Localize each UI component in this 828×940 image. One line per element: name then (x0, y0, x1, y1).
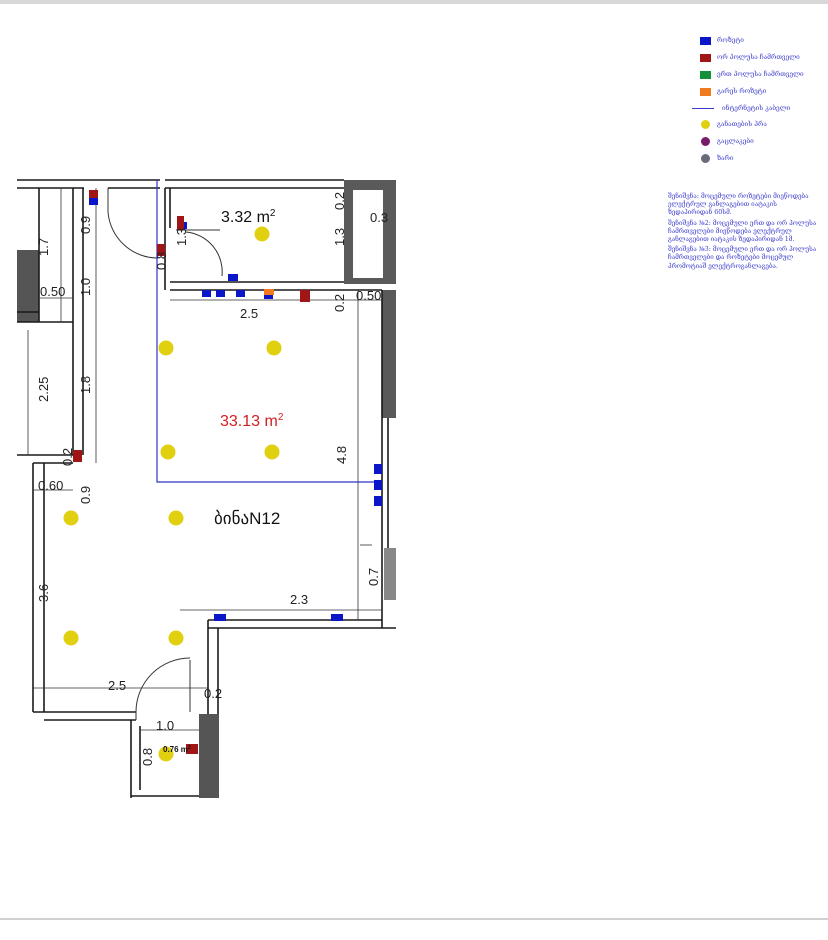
dim-label: 4.8 (334, 446, 349, 464)
dim-label: 0.8 (154, 252, 169, 270)
apartment-label: ბინაN12 (214, 509, 280, 528)
single-switch-swatch-icon (700, 71, 711, 79)
area-label-main-room: 33.13 m2 (220, 412, 284, 430)
legend-item-light: განათების პრა (700, 120, 820, 129)
dim-label: 2.5 (240, 306, 258, 321)
area-label-small-room: 3.32 m2 (221, 208, 276, 226)
double-pole-switches (73, 190, 310, 754)
legend-item-double-switch: ორ პოლუსა ჩამრთველი (700, 53, 820, 62)
dim-label: 0.9 (78, 486, 93, 504)
dim-label: 0.2 (332, 192, 347, 210)
dim-label: 0.60 (38, 478, 63, 493)
dim-label: 0.9 (78, 216, 93, 234)
dim-label: 0.7 (366, 568, 381, 586)
wall-block-right (382, 290, 396, 418)
dim-label: 0.50 (356, 288, 381, 303)
bell-dot-icon (701, 154, 710, 163)
dim-label: 3.6 (36, 584, 51, 602)
note-1: შენიშვნა: მოცემული როზეტები მიეწოდება ელ… (668, 193, 809, 217)
dimension-lines (27, 188, 382, 731)
notes: შენიშვნა: მოცემული როზეტები მიეწოდება ელ… (668, 193, 818, 273)
dim-label: 0.2 (332, 294, 347, 312)
dim-label: 2.25 (36, 377, 51, 402)
light-dot-icon (701, 120, 710, 129)
legend-item-junction: გაცლაკები (700, 137, 820, 146)
area-label-balcony: 0.76 m2 (163, 745, 191, 754)
page-top-border (0, 0, 828, 4)
dim-label: 1.0 (78, 278, 93, 296)
dim-label: 1.8 (78, 376, 93, 394)
wall-block-bottom (199, 714, 219, 798)
double-switch-swatch-icon (700, 54, 711, 62)
wall-block-right-lower (384, 548, 396, 600)
dim-label: 2.3 (290, 592, 308, 607)
sockets (89, 198, 382, 621)
wall-block-left (17, 250, 39, 322)
dim-label: 1.3 (174, 228, 189, 246)
legend-item-outdoor-socket: გარეს როზეტი (700, 87, 820, 96)
legend-item-single-switch: ერთ პოლუსა ჩამრთველი (700, 70, 820, 79)
dim-label: 1.3 (332, 228, 347, 246)
legend-item-socket: როზეტი (700, 36, 820, 45)
internet-cable-line (156, 180, 382, 483)
junction-dot-icon (701, 137, 710, 146)
dim-label: 0.8 (140, 748, 155, 766)
light-points (63, 226, 282, 762)
dim-label: 0.2 (60, 448, 75, 466)
legend-item-bell: ზარი (700, 154, 820, 163)
legend-item-internet-cable: ინტერნეტის კაბელი (692, 104, 820, 112)
dim-label: 1.0 (156, 718, 174, 733)
dim-label: 0.50 (40, 284, 65, 299)
outdoor-socket-swatch-icon (700, 88, 711, 96)
note-3: შენიშვნა №3: მოცემული ერთ და ორ პოლუსა ჩ… (668, 246, 817, 270)
dimension-labels: 0.9 1.7 0.8 1.3 0.3 0.2 1.3 0.50 1.0 2.5… (36, 192, 388, 766)
cable-line-icon (692, 108, 714, 109)
outdoor-socket (264, 289, 274, 295)
dim-label: 1.7 (36, 238, 51, 256)
legend: როზეტი ორ პოლუსა ჩამრთველი ერთ პოლუსა ჩა… (692, 36, 820, 171)
dim-label: 0.2 (204, 686, 222, 701)
note-2: შენიშვნა №2: მოცემული ერთ და ორ პოლუსა ჩ… (668, 219, 817, 244)
page-bottom-border (0, 918, 828, 920)
dim-label: 0.3 (370, 210, 388, 225)
walls (17, 179, 396, 798)
shaft-opening (353, 190, 383, 278)
socket-swatch-icon (700, 37, 711, 45)
dim-label: 2.5 (108, 678, 126, 693)
